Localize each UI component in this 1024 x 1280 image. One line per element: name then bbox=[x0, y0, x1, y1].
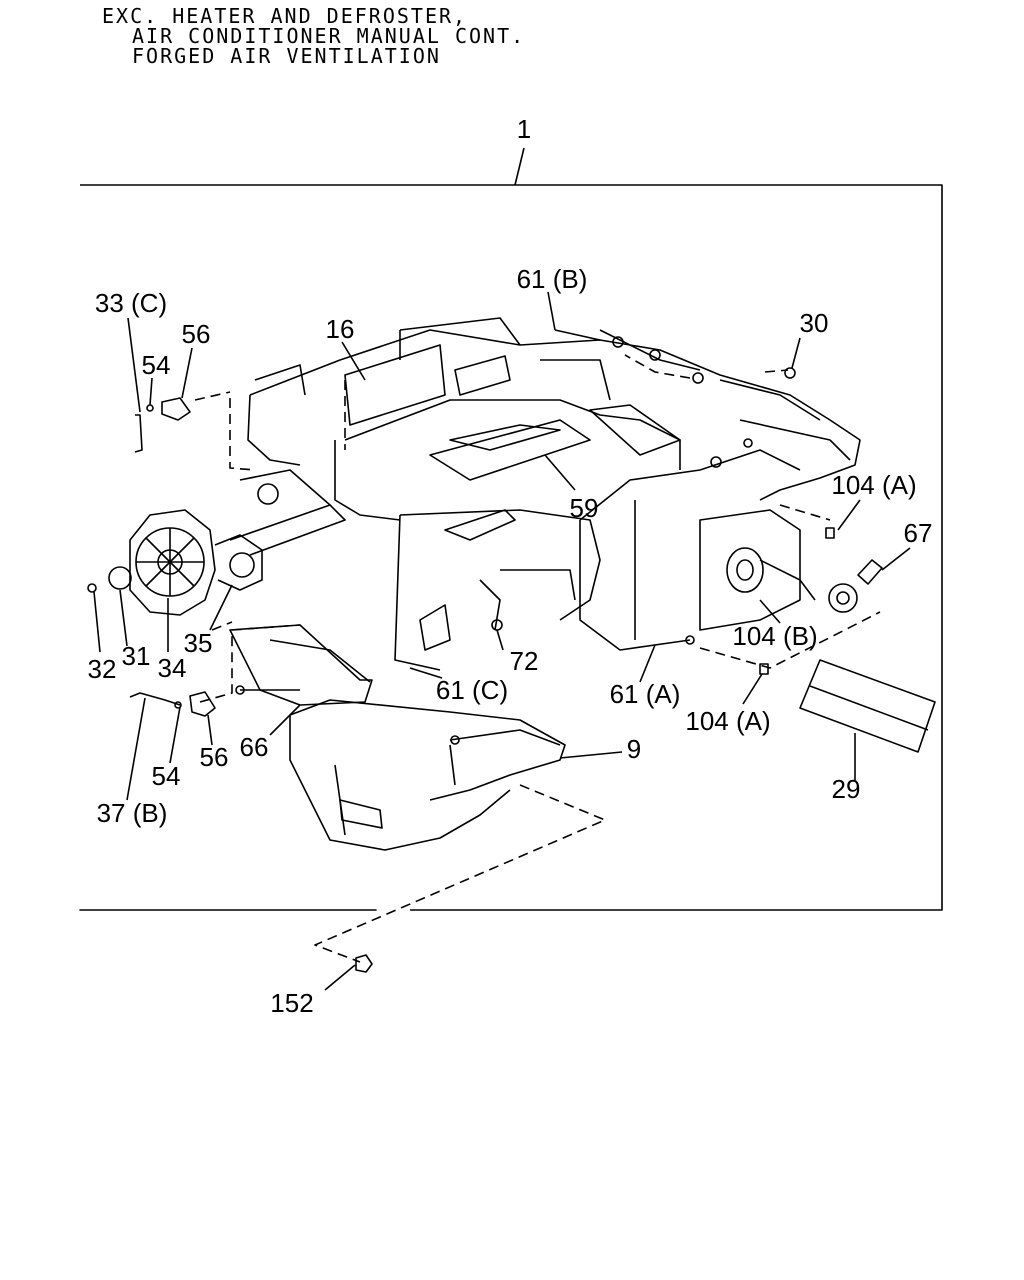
callout-66: 66 bbox=[240, 732, 269, 762]
callout-104b: 104 (B) bbox=[732, 621, 817, 651]
header-line-1: EXC. HEATER AND DEFROSTER, bbox=[102, 4, 468, 28]
callout-104a-top: 104 (A) bbox=[831, 470, 916, 500]
assembly-frame bbox=[79, 184, 943, 911]
callout-34: 34 bbox=[158, 653, 187, 683]
callout-29: 29 bbox=[832, 774, 861, 804]
lower-case bbox=[289, 699, 566, 851]
right-case bbox=[579, 449, 816, 651]
leader-lines bbox=[93, 291, 911, 991]
header-line-3: FORGED AIR VENTILATION bbox=[132, 44, 441, 68]
leader-1 bbox=[514, 147, 525, 186]
mid-case bbox=[394, 509, 601, 671]
callout-61c: 61 (C) bbox=[436, 675, 508, 705]
callout-37b: 37 (B) bbox=[97, 798, 168, 828]
callout-54-top: 54 bbox=[142, 350, 171, 380]
callout-104a-bottom: 104 (A) bbox=[685, 706, 770, 736]
blower-parts bbox=[87, 469, 346, 616]
dashed-guides bbox=[194, 354, 881, 963]
callout-16: 16 bbox=[326, 314, 355, 344]
callout-59: 59 bbox=[570, 493, 599, 523]
callout-67: 67 bbox=[904, 518, 933, 548]
filter-29 bbox=[799, 659, 936, 753]
callout-31: 31 bbox=[122, 641, 151, 671]
callout-30: 30 bbox=[800, 308, 829, 338]
upper-case bbox=[247, 317, 861, 521]
callout-9: 9 bbox=[627, 734, 641, 764]
callout-61a: 61 (A) bbox=[610, 679, 681, 709]
callout-56-bottom: 56 bbox=[200, 742, 229, 772]
callout-72: 72 bbox=[510, 646, 539, 676]
callout-32: 32 bbox=[88, 654, 117, 684]
header-line-2: AIR CONDITIONER MANUAL CONT. bbox=[132, 24, 526, 48]
callout-labels: 1 61 (B) 33 (C) 56 16 30 54 104 (A) 67 5… bbox=[88, 114, 933, 1018]
callout-61b: 61 (B) bbox=[517, 264, 588, 294]
callout-56-top: 56 bbox=[182, 319, 211, 349]
callout-1: 1 bbox=[517, 114, 531, 144]
flap-and-shaft bbox=[229, 624, 373, 706]
callout-33c: 33 (C) bbox=[95, 288, 167, 318]
callout-35: 35 bbox=[184, 628, 213, 658]
callout-54-bottom: 54 bbox=[152, 761, 181, 791]
small-parts bbox=[129, 367, 883, 973]
callout-152: 152 bbox=[270, 988, 313, 1018]
